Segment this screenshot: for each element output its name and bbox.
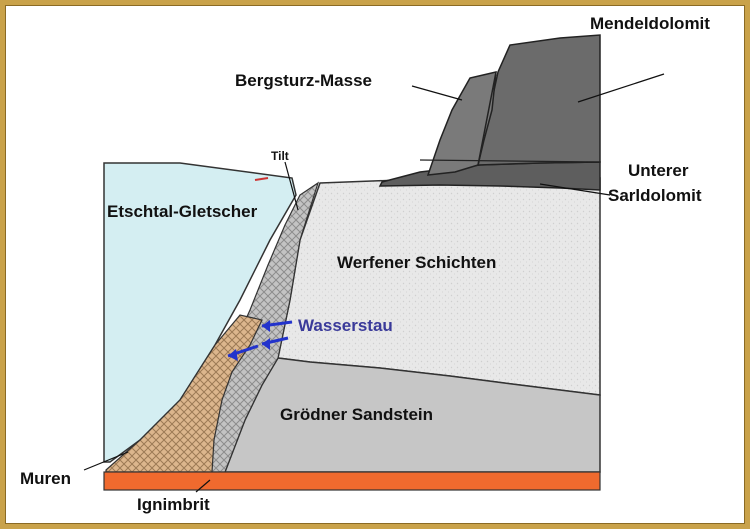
leader-line-sarldolomit bbox=[539, 183, 611, 196]
layer-contact-line bbox=[419, 159, 601, 163]
unterer-sarldolomit-layer bbox=[378, 161, 601, 191]
werfener-schichten-layer bbox=[277, 177, 601, 396]
leader-line-ignimbrit bbox=[195, 479, 211, 493]
label-bergsturz-masse: Bergsturz-Masse bbox=[235, 71, 372, 90]
label-unterer: Unterer bbox=[628, 161, 689, 180]
leader-line-tilt bbox=[284, 161, 299, 211]
ignimbrit-layer bbox=[103, 471, 601, 491]
leader-line-bergsturz bbox=[411, 85, 463, 101]
label-sarldolomit: Sarldolomit bbox=[608, 186, 702, 205]
leader-line-muren bbox=[83, 451, 129, 471]
water-flow-arrows bbox=[227, 320, 293, 361]
leader-line-mendeldolomit bbox=[577, 73, 665, 103]
label-tilt: Tilt bbox=[271, 149, 289, 163]
label-etschtal-gletscher: Etschtal-Gletscher bbox=[107, 202, 258, 221]
label-mendeldolomit: Mendeldolomit bbox=[590, 14, 710, 33]
label-groedner-sandstein: Grödner Sandstein bbox=[280, 405, 433, 424]
bergsturz-masse-body bbox=[426, 71, 497, 176]
tilt-red-mark bbox=[254, 177, 269, 181]
label-werfener-schichten: Werfener Schichten bbox=[337, 253, 496, 272]
label-ignimbrit: Ignimbrit bbox=[137, 495, 210, 514]
label-wasserstau: Wasserstau bbox=[298, 316, 393, 335]
etschtal-glacier-body bbox=[103, 162, 297, 463]
mendeldolomit-cliff bbox=[477, 34, 601, 166]
fracture-line bbox=[477, 71, 497, 166]
label-muren: Muren bbox=[20, 469, 71, 488]
